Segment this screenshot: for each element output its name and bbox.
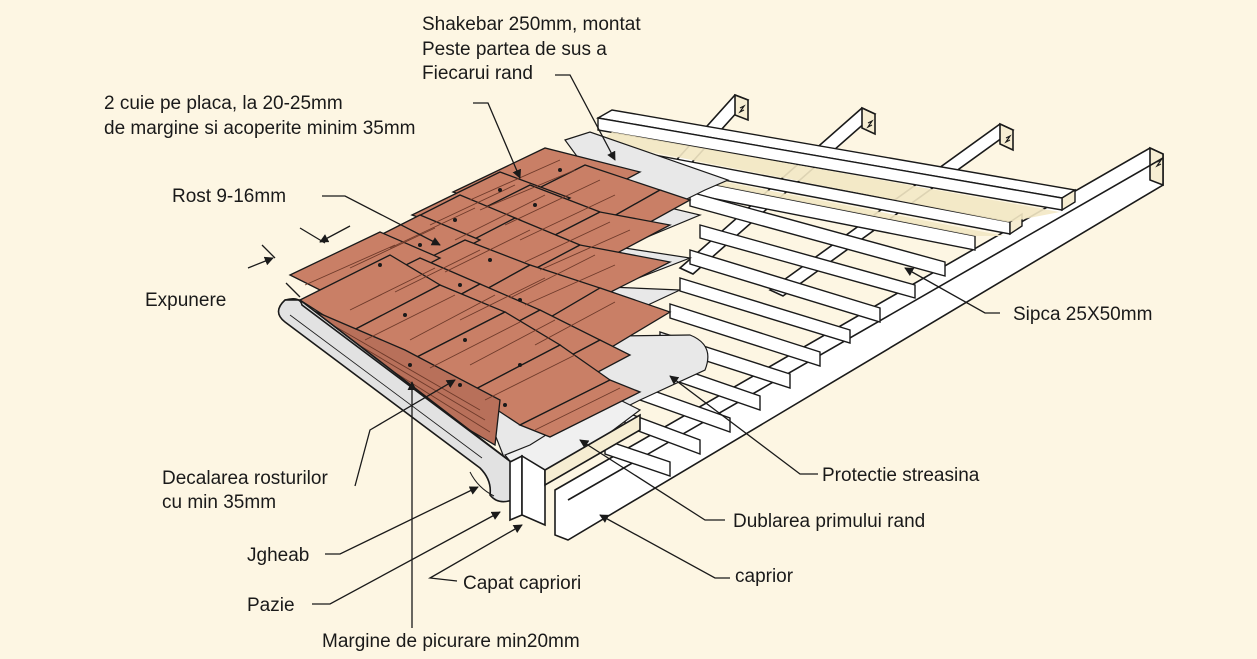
label-caprior: caprior — [735, 566, 794, 587]
label-decalarea-line2: cu min 35mm — [162, 492, 276, 513]
label-shakebar-line2: Peste partea de sus a — [422, 39, 607, 60]
label-jgheab: Jgheab — [247, 545, 309, 566]
label-rost: Rost 9-16mm — [172, 186, 286, 207]
label-expunere: Expunere — [145, 290, 226, 311]
label-cuie-line1: 2 cuie pe placa, la 20-25mm — [104, 93, 343, 114]
labels: Shakebar 250mm, montat Peste partea de s… — [104, 14, 1152, 652]
label-dublarea: Dublarea primului rand — [733, 511, 925, 532]
label-sipca: Sipca 25X50mm — [1013, 304, 1152, 325]
label-protectie: Protectie streasina — [822, 465, 980, 486]
gutter — [277, 298, 516, 503]
label-shakebar-line1: Shakebar 250mm, montat — [422, 14, 641, 35]
label-capat-capriori: Capat capriori — [463, 573, 581, 594]
label-decalarea-line1: Decalarea rosturilor — [162, 468, 328, 489]
label-margine: Margine de picurare min20mm — [322, 631, 580, 652]
label-pazie: Pazie — [247, 595, 295, 616]
battens — [574, 109, 1077, 477]
fascia-board — [509, 413, 641, 527]
label-cuie-line2: de margine si acoperite minim 35mm — [104, 118, 416, 139]
label-shakebar-line3: Fiecarui rand — [422, 63, 533, 84]
rafter-end-marks — [738, 104, 1163, 168]
nails — [378, 168, 562, 407]
leader-lines — [247, 74, 1000, 628]
